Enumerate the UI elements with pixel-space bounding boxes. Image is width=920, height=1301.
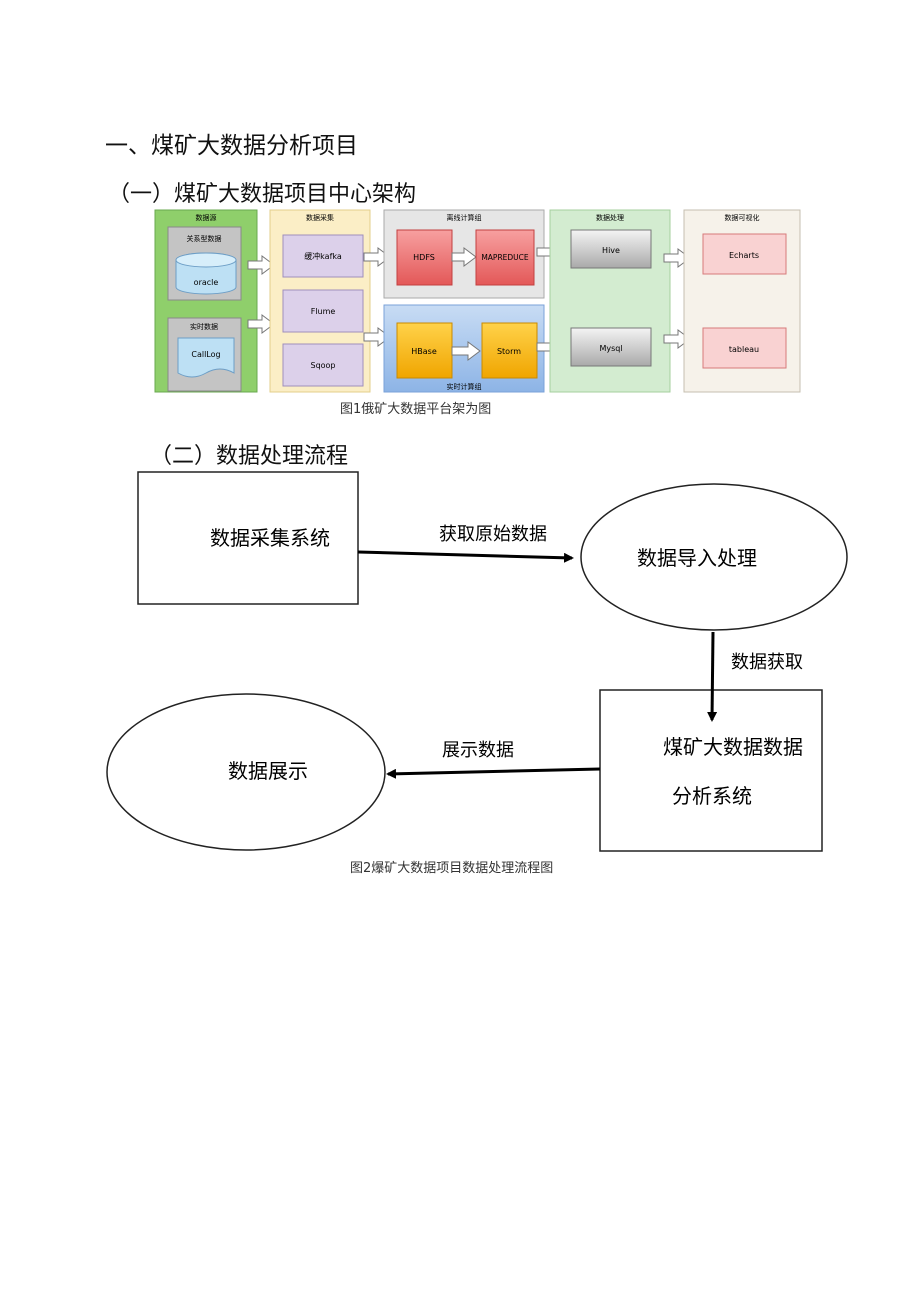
node-tableau: tableau <box>729 345 759 354</box>
node-hbase: HBase <box>411 347 437 356</box>
column-collect: 数据采集 缓冲kafka Flume Sqoop <box>269 209 371 393</box>
node-mapreduce: MAPREDUCE <box>481 253 529 262</box>
node-collect-system-label: 数据采集系统 <box>210 526 330 550</box>
edge-data-fetch <box>707 631 718 722</box>
edge-get-raw <box>357 550 574 563</box>
column-source-label: 数据源 <box>196 213 217 222</box>
edge-data-fetch-label: 数据获取 <box>731 652 803 673</box>
node-import-process-label: 数据导入处理 <box>637 546 757 570</box>
column-process-label: 数据处理 <box>596 213 624 222</box>
node-display-label: 数据展示 <box>228 759 308 783</box>
group-batch-label: 离线计算组 <box>447 213 482 222</box>
node-hdfs: HDFS <box>413 253 435 262</box>
figure1-caption: 图1俄矿大数据平台架为图 <box>340 402 492 417</box>
column-source: 数据源 关系型数据 oracle 实时数据 CallLog <box>154 209 258 393</box>
node-analysis-line1: 煤矿大数据数据 <box>663 735 803 759</box>
node-analysis-line2: 分析系统 <box>672 784 752 808</box>
node-hive: Hive <box>602 246 620 255</box>
edge-get-raw-label: 获取原始数据 <box>439 524 547 545</box>
figure2-caption: 图2爆矿大数据项目数据处理流程图 <box>350 861 554 876</box>
arrows-source-collect <box>247 255 275 334</box>
node-storm: Storm <box>497 347 521 356</box>
flow-diagram: 数据采集系统 数据导入处理 煤矿大数据数据 分析系统 数据展示 获取原始数据 数… <box>106 471 848 852</box>
node-echarts: Echarts <box>729 251 759 260</box>
column-collect-label: 数据采集 <box>306 213 334 222</box>
node-oracle: oracle <box>194 278 219 287</box>
architecture-diagram: 数据源 关系型数据 oracle 实时数据 CallLog 数据采集 缓冲kaf… <box>154 209 801 393</box>
node-calllog: CallLog <box>191 350 220 359</box>
column-visual-label: 数据可视化 <box>725 213 760 222</box>
node-sqoop: Sqoop <box>310 361 335 370</box>
column-visual: 数据可视化 Echarts tableau <box>683 209 801 393</box>
edge-show-data-label: 展示数据 <box>442 740 514 761</box>
section2-heading: （二）数据处理流程 <box>150 444 349 469</box>
group-relational-label: 关系型数据 <box>187 234 222 243</box>
calllog-document-icon <box>177 337 235 378</box>
node-mysql: Mysql <box>599 344 622 353</box>
group-batch-compute: 离线计算组 HDFS MAPREDUCE <box>383 209 545 299</box>
group-realtime-label: 实时数据 <box>190 322 218 331</box>
oracle-database-icon <box>175 252 237 295</box>
column-process: 数据处理 Hive Mysql <box>549 209 671 393</box>
node-import-process <box>580 483 848 631</box>
node-flume: Flume <box>311 307 336 316</box>
node-display <box>106 693 386 851</box>
main-heading: 一、煤矿大数据分析项目 <box>105 133 358 159</box>
group-realtime-compute: HBase Storm 实时计算组 <box>383 304 545 393</box>
node-collect-system <box>137 471 359 605</box>
edge-show-data <box>386 767 601 779</box>
group-realtime-compute-label: 实时计算组 <box>447 382 482 391</box>
node-kafka: 缓冲kafka <box>304 251 342 261</box>
section1-heading: （一）煤矿大数据项目中心架构 <box>108 182 417 207</box>
